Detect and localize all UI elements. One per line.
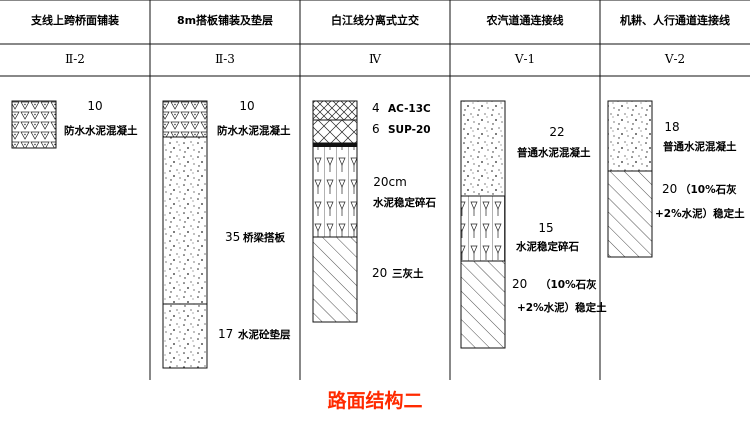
- column-code-1: Ⅱ-2: [65, 52, 85, 66]
- layer-block: [312, 100, 358, 121]
- layer-material: 桥梁搭板: [243, 231, 285, 244]
- layer-thickness: 4: [372, 101, 380, 115]
- layer-block: [607, 100, 653, 172]
- layer-thickness: 20: [372, 266, 387, 280]
- layer-material: SUP-20: [388, 124, 431, 136]
- layer-material: 普通水泥混凝土: [517, 146, 591, 159]
- layer-material: （10%石灰: [540, 278, 597, 291]
- column-code-5: Ⅴ-2: [664, 52, 685, 66]
- column-header-4: 农汽道通连接线: [486, 13, 564, 27]
- layer-thickness: 17: [218, 327, 233, 341]
- column-headers: 支线上跨桥面铺装 Ⅱ-2 8m搭板铺装及垫层 Ⅱ-3 白江线分离式立交 Ⅳ 农汽道通连接线 Ⅴ…: [30, 13, 730, 66]
- layer-block: [460, 260, 506, 349]
- layer-column-5: 18 普通水泥混凝土 20（10%石灰 +2%水泥）稳定土: [607, 100, 745, 258]
- layer-material: 普通水泥混凝土: [663, 140, 737, 153]
- layer-thickness: 35: [225, 230, 240, 244]
- column-header-2: 8m搭板铺装及垫层: [177, 13, 273, 27]
- layer-thickness: 6: [372, 122, 380, 136]
- layer-thickness: 10: [87, 99, 102, 113]
- header-grid: [0, 0, 750, 380]
- layer-thickness: 18: [664, 120, 679, 134]
- layer-material: 防水水泥混凝土: [64, 124, 138, 137]
- layer-thickness: 22: [549, 125, 564, 139]
- layer-material: 水泥砼垫层: [237, 328, 291, 341]
- layer-material: 水泥稳定碎石: [372, 196, 436, 209]
- layer-block: [312, 119, 358, 144]
- layer-column-1: 10 防水水泥混凝土: [11, 99, 138, 149]
- layer-block: [607, 170, 653, 258]
- layer-block: [312, 142, 358, 238]
- column-code-4: Ⅴ-1: [514, 52, 535, 66]
- layer-block: [460, 195, 506, 262]
- column-header-1: 支线上跨桥面铺装: [30, 13, 119, 27]
- column-code-2: Ⅱ-3: [215, 52, 235, 66]
- layer-material: （10%石灰: [680, 183, 737, 196]
- layer-block: [11, 100, 57, 149]
- layer-thickness: 20: [512, 277, 527, 291]
- layer-thickness: 15: [538, 221, 553, 235]
- layer-thickness: 10: [239, 99, 254, 113]
- layer-material-2: +2%水泥）稳定土: [655, 207, 745, 220]
- layer-material: 三灰土: [392, 267, 424, 280]
- layer-thickness: 20cm: [373, 175, 407, 189]
- layer-block: [312, 236, 358, 323]
- layer-material-2: +2%水泥）稳定土: [517, 301, 607, 314]
- layer-block: [162, 100, 208, 138]
- column-header-3: 白江线分离式立交: [331, 13, 419, 27]
- layer-block: [460, 100, 506, 197]
- separator-bar: [313, 143, 357, 147]
- diagram-caption: 路面结构二: [327, 390, 423, 412]
- column-header-5: 机耕、人行通道连接线: [620, 13, 730, 27]
- column-code-3: Ⅳ: [369, 52, 382, 66]
- layer-material: 水泥稳定碎石: [515, 240, 579, 253]
- layer-column-4: 22 普通水泥混凝土 15 水泥稳定碎石 20 （10%石灰 +2%水泥）稳定土: [460, 100, 607, 349]
- layer-block: [162, 136, 208, 305]
- layer-material: AC-13C: [388, 103, 431, 115]
- layer-block: [162, 303, 208, 369]
- layer-column-3: 4 AC-13C 6 SUP-20 20cm 水泥稳定碎石 20 三灰土: [312, 100, 436, 323]
- layer-material: 防水水泥混凝土: [217, 124, 291, 137]
- layer-thickness: 20: [662, 182, 677, 196]
